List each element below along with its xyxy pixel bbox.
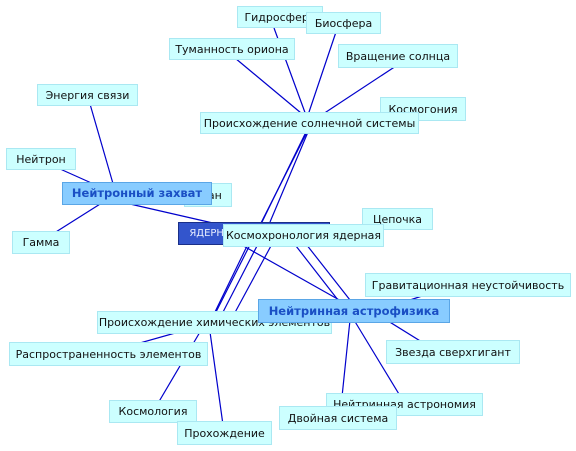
node-label: Гамма [22,236,60,249]
node-kosmokhronologiya[interactable]: Космохронология ядерная [223,224,384,247]
node-label: Нейтронный захват [71,186,203,200]
edge-solar-vrashchenie [319,65,397,117]
node-vrashchenie-solntsa[interactable]: Вращение солнца [338,44,458,68]
node-neytronnyy-zakhvat[interactable]: Нейтронный захват [62,182,212,205]
node-neytrinnaya-astrofizika[interactable]: Нейтринная астрофизика [258,299,450,323]
node-label: Звезда сверхгигант [395,345,511,359]
node-dvoynaya-sistema[interactable]: Двойная система [279,406,397,430]
node-proxozhdenie[interactable]: Прохождение [177,421,272,445]
node-label: Туманность ориона [175,42,289,56]
node-label: Нейтрон [16,152,66,166]
edge-core-chem-1 [213,243,249,315]
node-neytron[interactable]: Нейтрон [6,148,76,170]
node-label: Нейтринная астрофизика [268,303,440,318]
node-label: Прохождение [184,426,265,440]
edge-core-neutrino-2 [295,245,339,301]
edge-neutrino-astronomiya [353,319,406,405]
edge-neutrino-chem-2 [239,243,351,307]
edge-solar-tumannost [234,57,308,119]
node-label: Космология [118,405,188,418]
node-gravitatsionnaya[interactable]: Гравитационная неустойчивость [365,273,571,297]
node-kosmologiya[interactable]: Космология [109,400,197,423]
node-label: Гравитационная неустойчивость [371,278,565,292]
node-label: Биосфера [314,16,373,30]
node-zvezda-sverkhgigant[interactable]: Звезда сверхгигант [386,340,520,364]
node-label: Происхождение солнечной системы [203,116,416,130]
node-gamma[interactable]: Гамма [12,231,70,254]
edge-core-chem-3 [231,243,273,319]
node-rasprostranennost[interactable]: Распространенность элементов [9,342,208,366]
node-tumannost-oriona[interactable]: Туманность ориона [169,38,295,60]
edge-core-chem-2 [221,243,259,315]
node-label: Гидросфера [244,10,316,24]
node-proiskhozhdenie-solnechnoy[interactable]: Происхождение солнечной системы [200,112,419,134]
node-label: Двойная система [287,411,389,425]
node-label: Вращение солнца [345,49,451,63]
node-label: Космохронология ядерная [225,229,382,242]
node-biosfera[interactable]: Биосфера [306,12,381,34]
node-label: Цепочка [372,212,423,226]
edge-solar-biosfera [306,31,337,119]
edge-capture-energiya [89,103,117,195]
node-label: Энергия связи [45,88,130,102]
edge-solar-core-2 [269,131,309,223]
node-label: Распространенность элементов [15,347,202,361]
node-energiya-svyazi[interactable]: Энергия связи [37,84,138,106]
edge-core-neutrino-astro [305,243,351,301]
edge-chem-proxozhdenie [209,331,225,433]
